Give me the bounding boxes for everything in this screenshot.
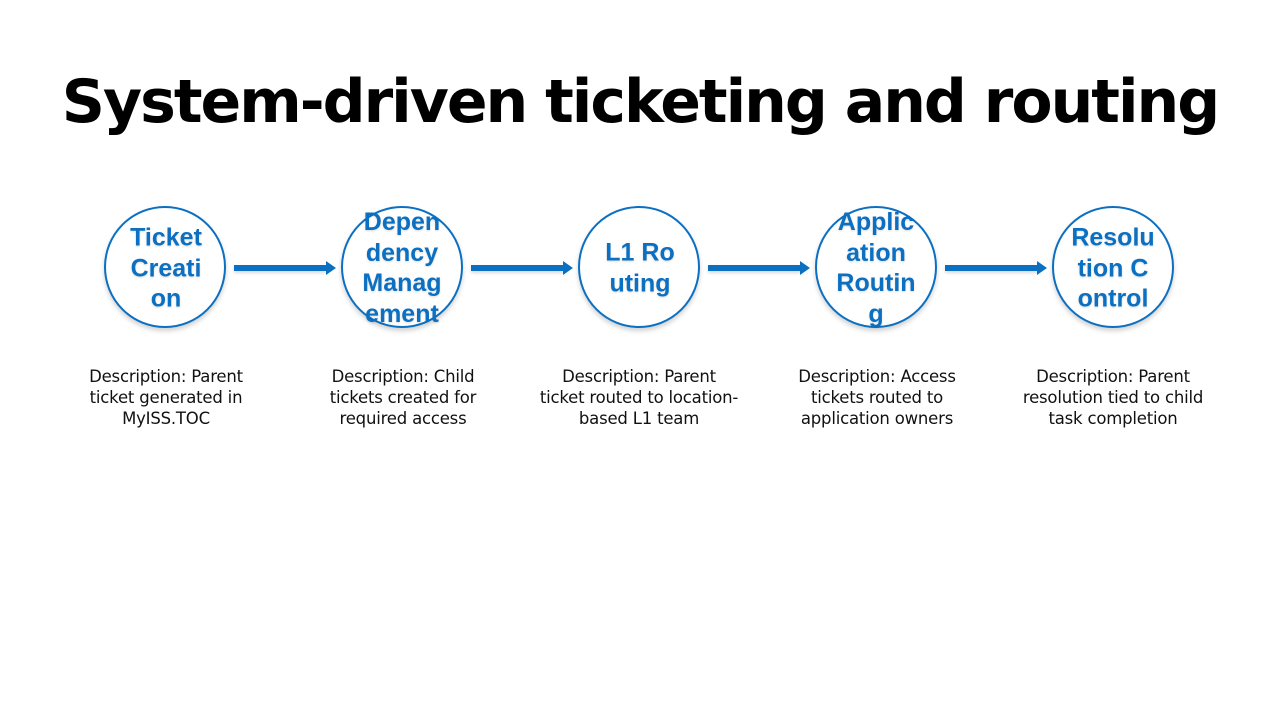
step-label-application-routing: Application Routing [836, 208, 916, 328]
step-description-l1-routing: Description: Parent ticket routed to loc… [539, 367, 739, 428]
step-label-dependency-management: Dependency Management [362, 208, 442, 328]
step-label-resolution-control: Resolution Control [1071, 223, 1155, 313]
step-circle-ticket-creation [104, 206, 226, 328]
step-description-resolution-control: Description: Parent resolution tied to c… [1022, 367, 1204, 428]
flow-arrow-2 [471, 261, 573, 275]
step-description-ticket-creation: Description: Parent ticket generated in … [89, 367, 243, 428]
step-circle-resolution-control [1052, 206, 1174, 328]
step-circle-dependency-management [341, 206, 463, 328]
step-circle-l1-routing [578, 206, 700, 328]
page-title: System-driven ticketing and routing [61, 67, 1220, 137]
flow-arrow-3 [708, 261, 810, 275]
step-description-dependency-management: Description: Child tickets created for r… [329, 367, 477, 428]
step-label-ticket-creation: Ticket Creation [130, 223, 202, 313]
flow-arrow-1 [234, 261, 336, 275]
step-label-l1-routing: L1 Routing [605, 238, 675, 298]
step-circle-application-routing [815, 206, 937, 328]
flow-arrow-4 [945, 261, 1047, 275]
step-description-application-routing: Description: Access tickets routed to ap… [798, 367, 956, 428]
